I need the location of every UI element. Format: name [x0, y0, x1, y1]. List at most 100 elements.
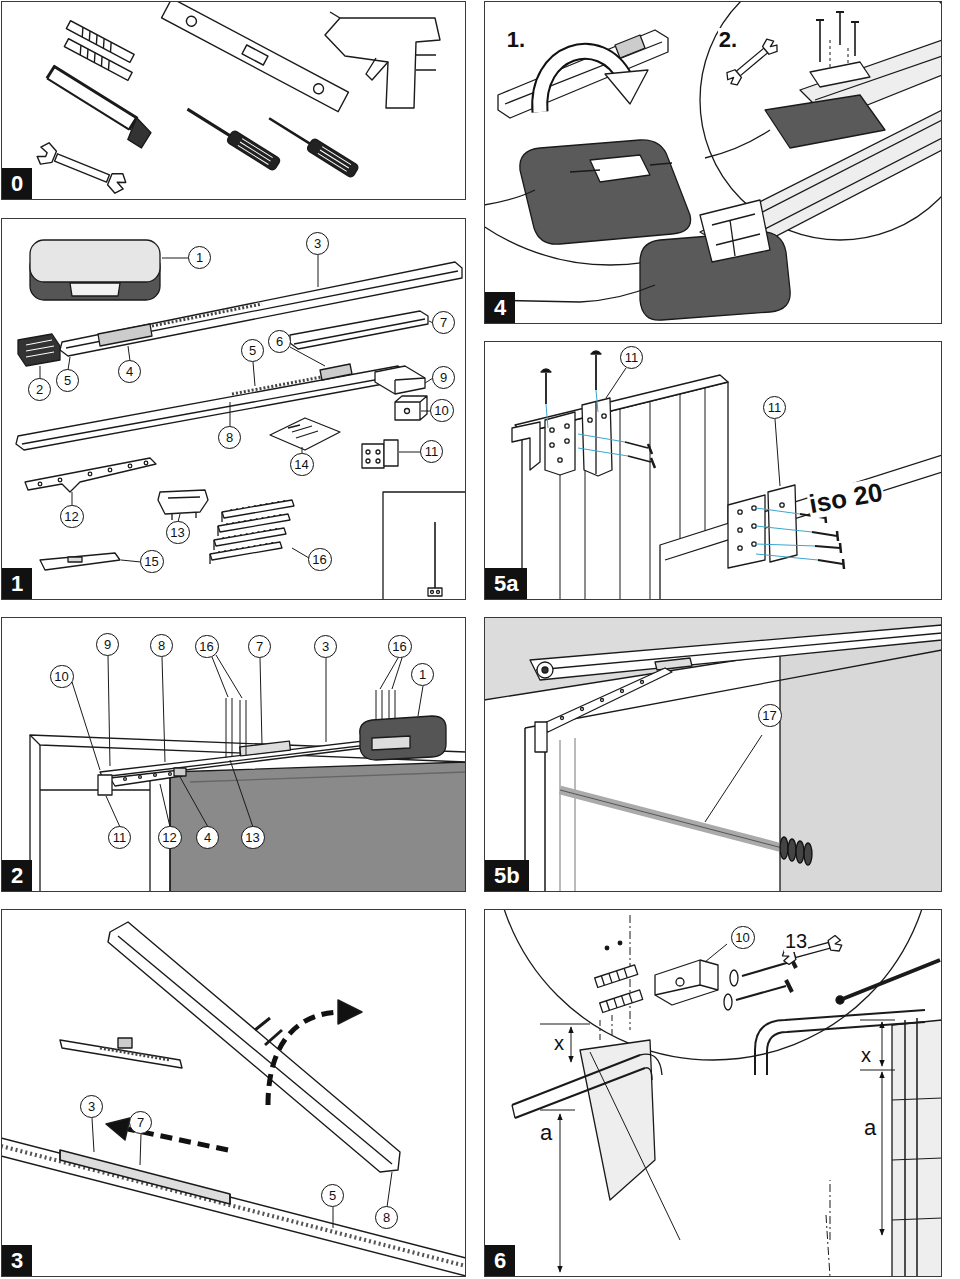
step-panel: 1137659254108141112131516: [1, 218, 466, 600]
parts-drawing: [294, 319, 425, 344]
step-panel: 2981673161011112413: [1, 617, 466, 892]
spring-arm-drawing: [536, 633, 942, 670]
tools-drawing: [106, 170, 129, 195]
spring-arm-drawing: [655, 658, 692, 670]
callout-number: 2: [36, 383, 43, 396]
parts-drawing: [437, 591, 440, 594]
wall-fixing-drawing: [606, 993, 632, 1010]
spring-arm-drawing: [535, 722, 547, 752]
callout-circle: 13: [241, 826, 265, 849]
step-panel: 4: [484, 1, 942, 324]
parts-drawing: [232, 375, 332, 394]
callout-number: 12: [162, 831, 176, 844]
tools-drawing: [306, 138, 359, 178]
rail-assembly-drawing: [118, 1038, 132, 1048]
parts-drawing: [38, 482, 42, 486]
callout-number: 16: [392, 640, 406, 653]
drawing-label: 2.: [718, 28, 738, 52]
spring-arm-drawing: [780, 837, 788, 859]
spring-arm-drawing: [542, 667, 548, 673]
callout-number: 17: [762, 709, 776, 722]
door-bracket-drawing: [752, 542, 756, 546]
spring-arm-drawing: [484, 617, 942, 892]
door-bracket-drawing: [665, 472, 942, 560]
wall-fixing-drawing: [560, 1114, 561, 1272]
door-bracket-drawing: [660, 455, 942, 600]
drive-unit-drawing: [484, 190, 535, 205]
drive-unit-drawing: [520, 140, 691, 244]
parts-drawing: [270, 418, 340, 450]
door-bracket-drawing: [558, 458, 562, 462]
callout-number: 11: [768, 401, 782, 414]
tools-drawing: [47, 66, 137, 129]
callout-circle: 11: [108, 826, 131, 849]
door-bracket-drawing: [775, 419, 780, 486]
parts-drawing: [376, 450, 380, 454]
door-bracket-drawing: [768, 485, 797, 562]
overview-drawing: [212, 657, 228, 697]
callout-number: 9: [104, 638, 111, 651]
door-bracket-drawing: [595, 402, 596, 474]
tools-drawing: [35, 141, 58, 168]
rail-assembly-drawing: [268, 1012, 342, 1105]
callout-circle: 17: [758, 704, 782, 727]
callout-circle: 9: [96, 633, 119, 656]
parts-drawing: [128, 464, 132, 468]
drawing-label: a: [863, 1116, 877, 1140]
tools-drawing: [416, 55, 436, 70]
parts-drawing: [226, 514, 284, 524]
drive-unit-drawing: [765, 95, 885, 148]
parts-drawing: [128, 346, 130, 361]
step-number: 1: [11, 571, 23, 596]
tools-drawing: [187, 109, 229, 135]
callout-number: 10: [54, 670, 68, 683]
callout-number: 13: [170, 526, 184, 539]
drive-unit-drawing: [484, 1, 942, 320]
overview-drawing: [240, 741, 291, 756]
parts-drawing: [320, 364, 352, 380]
wall-fixing-drawing: [705, 944, 727, 962]
wall-fixing-drawing: [493, 909, 933, 1060]
callout-number: 4: [126, 365, 133, 378]
step-number: 3: [11, 1248, 23, 1273]
spring-arm-drawing: [705, 735, 762, 822]
parts-drawing: [431, 591, 434, 594]
callout-circle: 13: [166, 521, 190, 544]
parts-drawing: [362, 444, 384, 468]
parts-drawing: [405, 409, 410, 414]
callout-circle: 16: [388, 635, 412, 658]
callout-number: 8: [226, 431, 233, 444]
drawing-label: a: [539, 1121, 553, 1145]
parts-drawing: [375, 366, 425, 394]
parts-drawing: [395, 378, 425, 394]
callout-number: 11: [425, 445, 439, 458]
parts-drawing: [230, 402, 231, 427]
overview-drawing: [98, 775, 112, 795]
callout-circle: 14: [290, 453, 314, 476]
callout-number: 3: [314, 237, 321, 250]
drawing-label: 1.: [506, 28, 526, 52]
drive-unit-drawing: [816, 12, 859, 22]
spring-arm-drawing: [788, 839, 796, 861]
tools-drawing: [42, 66, 153, 148]
spring-arm-drawing: [804, 843, 812, 865]
tools-drawing: [265, 112, 359, 178]
wall-fixing-drawing: [905, 1018, 917, 1277]
callout-circle: 7: [129, 1111, 152, 1134]
rail-assembly-drawing: [333, 1207, 334, 1228]
callout-number: 1: [419, 668, 426, 681]
parts-drawing: [40, 255, 433, 562]
overview-drawing: [216, 655, 242, 698]
tools-drawing: [269, 118, 310, 143]
parts-drawing: [434, 522, 436, 590]
callout-circle: 10: [430, 399, 454, 422]
spring-arm-drawing: [537, 662, 553, 678]
step-number: 4: [494, 295, 506, 320]
callout-number: 14: [294, 458, 308, 471]
parts-drawing: [292, 548, 309, 558]
wall-fixing-drawing: [590, 1052, 680, 1240]
rail-assembly-drawing: [108, 922, 400, 1172]
callout-circle: 16: [308, 548, 332, 571]
door-bracket-drawing: [602, 414, 606, 418]
step-number-box: 2: [2, 860, 32, 891]
